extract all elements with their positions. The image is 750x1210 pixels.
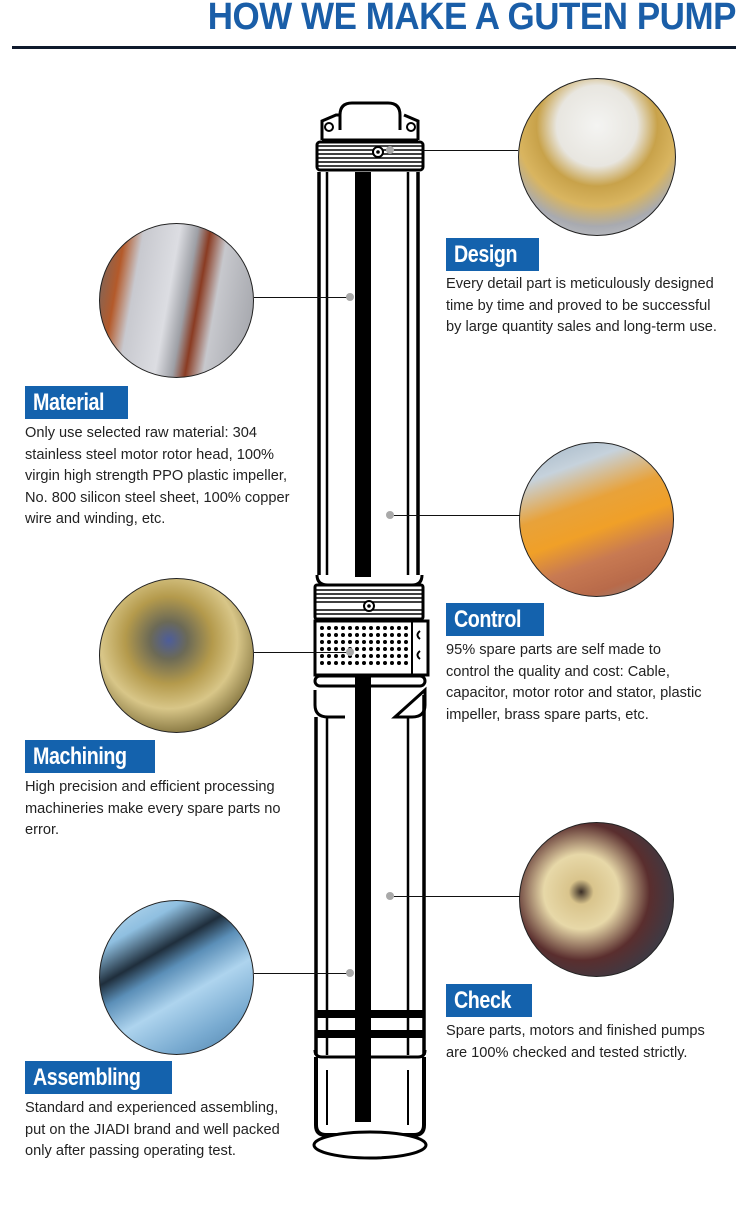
- design-text-line: time by time and proved to be successful: [446, 297, 711, 314]
- brass-pump-outlet-photo: [518, 78, 676, 236]
- machining-text-line: machineries make every spare parts no: [25, 800, 281, 817]
- steel-shaft-assembly-photo: [99, 900, 254, 1055]
- material-label: Material: [33, 389, 105, 416]
- assembling-text-line: only after passing operating test.: [25, 1143, 236, 1159]
- design-description: Every detail part is meticulously design…: [446, 274, 717, 339]
- control-label: Control: [454, 606, 522, 633]
- control-leader-line: [394, 515, 520, 516]
- material-text-line: Only use selected raw material: 304: [25, 425, 257, 441]
- submersible-pump-illustration: [312, 101, 430, 1160]
- machining-description: High precision and efficient processing …: [25, 777, 281, 842]
- design-text-line: by large quantity sales and long-term us…: [446, 319, 717, 335]
- assembling-description: Standard and experienced assembling, put…: [25, 1098, 280, 1163]
- material-description: Only use selected raw material: 304 stai…: [25, 423, 289, 531]
- material-text-line: No. 800 silicon steel sheet, 100% copper: [25, 489, 290, 506]
- check-label: Check: [454, 987, 512, 1014]
- check-text-line: are 100% checked and tested strictly.: [446, 1044, 688, 1061]
- control-text-line: capacitor, motor rotor and stator, plast…: [446, 685, 702, 701]
- control-badge: Control: [446, 603, 544, 636]
- machining-label: Machining: [33, 743, 127, 770]
- micrometer-inspection-photo: [519, 822, 674, 977]
- control-text-line: control the quality and cost: Cable,: [446, 663, 670, 680]
- assembling-label: Assembling: [33, 1064, 141, 1091]
- machining-leader-line: [254, 652, 348, 653]
- copper-wire-winding-machine-photo: [519, 442, 674, 597]
- design-marker-dot: [386, 146, 394, 154]
- control-marker-dot: [386, 511, 394, 519]
- assembling-text-line: Standard and experienced assembling,: [25, 1100, 279, 1116]
- material-badge: Material: [25, 386, 128, 419]
- assembling-leader-line: [254, 973, 348, 974]
- intake-holes: [320, 626, 408, 665]
- material-text-line: wire and winding, etc.: [25, 511, 166, 527]
- design-text-line: Every detail part is meticulously design…: [446, 276, 714, 292]
- design-label: Design: [454, 241, 518, 268]
- assembling-text-line: put on the JIADI brand and well packed: [25, 1121, 280, 1138]
- title-divider: [12, 46, 736, 49]
- material-leader-line: [254, 297, 348, 298]
- assembling-marker-dot: [346, 969, 354, 977]
- machining-marker-dot: [346, 648, 354, 656]
- assembling-badge: Assembling: [25, 1061, 173, 1094]
- design-leader-line: [420, 150, 518, 151]
- machining-text-line: High precision and efficient processing: [25, 779, 275, 795]
- motor-rotor-stator-photo: [99, 223, 254, 378]
- check-text-line: Spare parts, motors and finished pumps: [446, 1023, 705, 1039]
- check-description: Spare parts, motors and finished pumps a…: [446, 1021, 705, 1064]
- page-title: HOW WE MAKE A GUTEN PUMP: [207, 0, 737, 38]
- material-text-line: virgin high strength PPO plastic impelle…: [25, 468, 287, 484]
- check-badge: Check: [446, 984, 532, 1017]
- check-leader-line: [394, 896, 520, 897]
- check-marker-dot: [386, 892, 394, 900]
- machining-text-line: error.: [25, 822, 60, 838]
- material-marker-dot: [346, 293, 354, 301]
- design-badge: Design: [446, 238, 540, 271]
- control-description: 95% spare parts are self made to control…: [446, 640, 702, 726]
- control-text-line: 95% spare parts are self made to: [446, 642, 661, 658]
- machining-badge: Machining: [25, 740, 156, 773]
- material-text-line: stainless steel motor rotor head, 100%: [25, 446, 275, 463]
- brass-parts-machining-photo: [99, 578, 254, 733]
- control-text-line: impeller, brass spare parts, etc.: [446, 706, 649, 723]
